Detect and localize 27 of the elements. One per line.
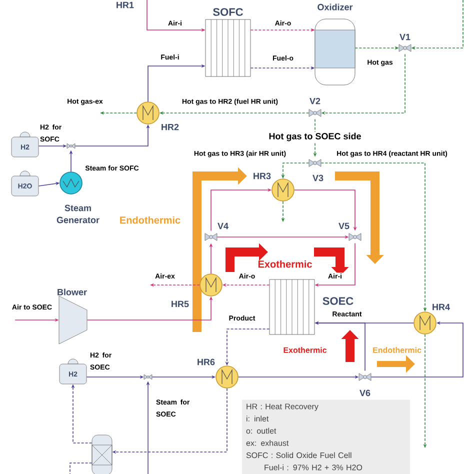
- edge-label: Hot gas to SOEC side: [268, 132, 362, 142]
- equipment-label: HR3: [254, 172, 271, 180]
- equipment-label: V1: [400, 34, 410, 40]
- note-box: HR : Heat Recovery i: inlet o: outlet ex: exhaust SOFC : Solid Oxide Fuel Cell Fuel-i : 97% H2 + 3% H2O: [242, 400, 410, 474]
- equipment-label: V6: [360, 390, 370, 396]
- equipment-label: V2: [310, 98, 320, 104]
- equipment-label: HR2: [162, 124, 179, 130]
- equipment-label: HR4: [432, 304, 450, 310]
- equipment-label: SOEC: [322, 297, 354, 305]
- equipment-label: HR6: [198, 358, 215, 366]
- equipment-label: V3: [312, 174, 324, 182]
- separator-column: [92, 434, 112, 474]
- equipment-label: Blower: [58, 288, 87, 296]
- equipment-label: Steam Generator: [56, 204, 100, 224]
- pipe-line: [70, 462, 92, 474]
- callout-label: HR1: [116, 2, 134, 8]
- callout-label: Exothermic: [258, 260, 312, 268]
- callout-label: Exothermic: [284, 347, 327, 353]
- valve: [66, 143, 76, 149]
- callout-label: Endothermic: [373, 347, 422, 353]
- valve: [144, 374, 152, 380]
- equipment-label: V4: [218, 222, 228, 230]
- callout-label: Endothermic: [120, 216, 180, 224]
- equipment-label: Oxidizer: [318, 4, 353, 10]
- equipment-label: V5: [338, 222, 350, 230]
- equipment-label: HR5: [172, 300, 189, 308]
- equipment-label: SOFC: [213, 8, 243, 16]
